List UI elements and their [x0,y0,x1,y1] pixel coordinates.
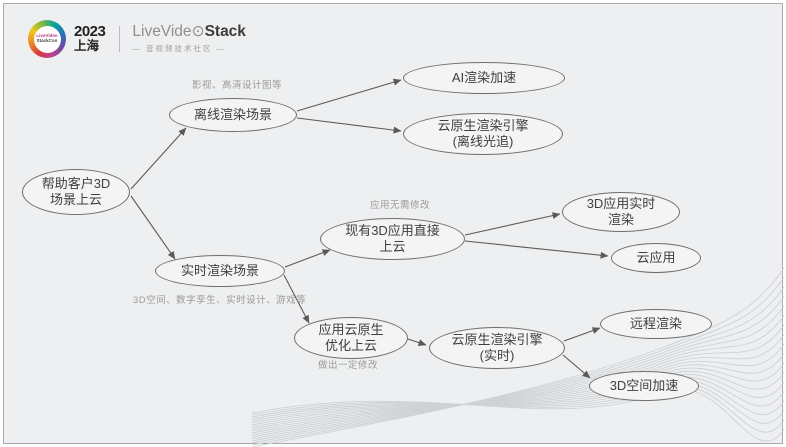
node-root: 帮助客户3D 场景上云 [22,169,130,215]
node-label: 云原生渲染引擎 [437,117,529,133]
node-3d-app-realtime-render: 3D应用实时 渲染 [562,192,680,232]
edge-direct-app3d [464,212,561,236]
conference-logo-icon: LiveVideo StackCon [28,20,66,58]
brand-stack: Stack [204,23,246,41]
node-app-cloud-native-optimize: 应用云原生 优化上云 [294,317,408,359]
edge-direct-cloudapp [464,240,609,259]
edge-offline-ai [296,78,402,112]
record-dot-icon: ⊙ [191,23,205,41]
edge-root-realtime [130,195,176,260]
conference-logo-text: LiveVideo StackCon [33,25,61,53]
annotation-no-modification: 应用无需修改 [370,200,431,211]
node-label: (离线光追) [452,134,514,149]
brand-lockup: LiveVide⊙Stack — 音视频技术社区 — [132,24,246,54]
node-label: 渲染 [607,212,634,227]
node-label: 应用云原生 [318,321,384,337]
node-cloud-app: 云应用 [611,243,701,273]
node-offline-scene: 离线渲染场景 [169,98,297,132]
node-label: 现有3D应用直接 [345,222,440,238]
node-label: 场景上云 [49,192,102,207]
node-label: 上云 [379,239,406,254]
annotation-realtime-examples: 3D空间、数字孪生、实时设计、游戏等 [133,295,307,306]
node-label: 远程渲染 [629,315,682,331]
event-year: 2023 [74,23,106,41]
edge-optimize-engine [407,338,427,346]
brand-livevideo: LiveVide [132,23,192,41]
node-cloud-native-engine-realtime: 云原生渲染引擎 (实时) [429,327,565,369]
node-label: 优化上云 [324,338,377,353]
node-realtime-scene: 实时渲染场景 [155,255,285,287]
logo-line1: LiveVideo [36,33,58,39]
node-remote-render: 远程渲染 [600,309,712,339]
node-ai-acceleration: AI渲染加速 [403,62,565,94]
edge-offline-engine [296,117,402,134]
annotation-offline-examples: 影视、高清设计图等 [192,80,283,91]
node-label: AI渲染加速 [451,69,517,85]
header-divider [119,26,121,52]
node-label: 云原生渲染引擎 [451,331,543,347]
event-city: 上海 [74,39,100,54]
node-label: 3D空间加速 [609,377,679,393]
edge-realtime-direct [284,249,331,268]
node-label: 云应用 [636,249,676,265]
edge-realtime-optimize [283,274,310,324]
edge-engine-remote [563,327,601,342]
node-existing-3d-direct: 现有3D应用直接 上云 [320,218,465,260]
node-label: 离线渲染场景 [193,106,272,122]
header: LiveVideo StackCon 2023 上海 LiveVide⊙Stac… [28,20,246,58]
node-label: (实时) [479,348,515,363]
node-label: 3D应用实时 [586,195,656,211]
node-label: 帮助客户3D [41,175,111,191]
node-3d-space-acceleration: 3D空间加速 [589,371,699,401]
logo-line2: StackCon [36,38,58,43]
event-badge: 2023 上海 [74,23,106,54]
node-label: 实时渲染场景 [180,262,259,278]
edge-engine-accel [562,354,591,379]
brand-tagline: — 音视频技术社区 — [132,43,227,53]
edge-root-offline [130,127,187,190]
node-cloud-native-engine-offline: 云原生渲染引擎 (离线光追) [403,113,563,155]
brand-name: LiveVide⊙Stack [132,24,246,40]
annotation-some-modification: 做出一定修改 [318,360,379,371]
